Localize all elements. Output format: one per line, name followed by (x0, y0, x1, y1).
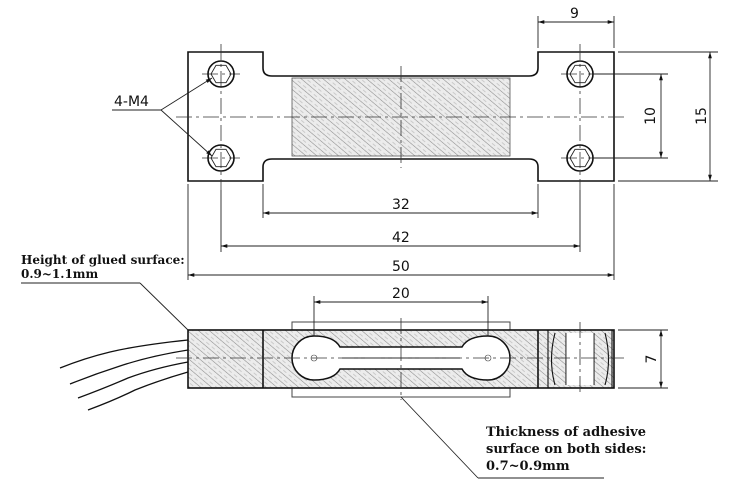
top-view: 4-M4 9 10 15 32 42 50 (112, 6, 718, 280)
side-view: 20 7 Height of glued surface: 0.9~1.1mm … (21, 253, 668, 479)
glue-height-label: Height of glued surface: (21, 253, 185, 267)
bolt-hole-bottom-left (207, 144, 235, 172)
bolt-hole-top-left (207, 60, 235, 88)
holes-leader-line (160, 109, 213, 157)
dim-hole-span: 42 (392, 230, 410, 246)
dim-hole-spacing: 10 (643, 107, 659, 125)
body-outline-top (187, 51, 615, 182)
glue-height-leader (139, 282, 189, 331)
bolt-hole-top-right (566, 60, 594, 88)
dim-overall-height: 15 (694, 107, 710, 125)
adhesive-label-1: Thickness of adhesive (486, 425, 646, 440)
dim-slot-length: 32 (392, 197, 410, 213)
holes-label: 4-M4 (114, 94, 149, 110)
adhesive-value: 0.7~0.9mm (486, 459, 570, 474)
cable-wires (59, 339, 189, 411)
dim-thickness: 7 (644, 355, 660, 364)
adhesive-label-2: surface on both sides: (486, 442, 646, 457)
glue-height-value: 0.9~1.1mm (21, 267, 99, 281)
dim-tab-width: 9 (570, 6, 579, 22)
dim-gauge-span: 20 (392, 286, 410, 302)
dim-overall-length: 50 (392, 259, 410, 275)
threaded-hole-right (547, 330, 613, 388)
adhesive-leader (400, 396, 479, 479)
holes-leader-line-2 (160, 77, 213, 111)
bolt-hole-bottom-right (566, 144, 594, 172)
